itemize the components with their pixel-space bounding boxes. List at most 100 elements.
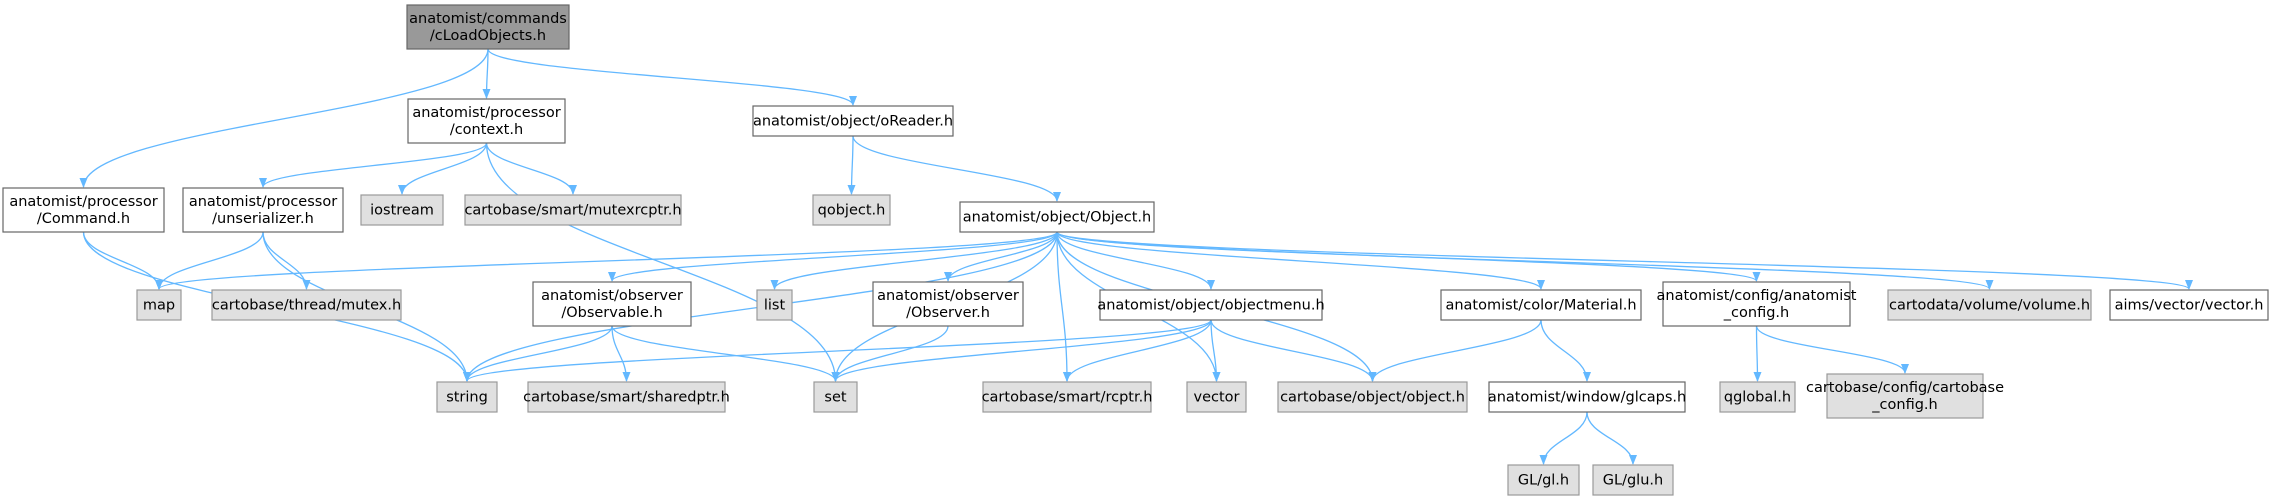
node-set-box (813, 381, 858, 413)
node-mutexrcptr-label-line-0: cartobase/smart/mutexrcptr.h (464, 203, 681, 219)
node-anaconfig[interactable]: anatomist/config/anatomist_config.h (1657, 281, 1857, 327)
node-string-box (436, 381, 498, 413)
edge-context-to-iostream (398, 142, 488, 195)
node-qobject-label-line-0: qobject.h (818, 203, 886, 219)
node-aimsvector-box (2109, 289, 2269, 321)
edge-root-to-command (79, 48, 489, 188)
edge-observable-to-set (611, 325, 840, 382)
node-set: set (813, 381, 858, 413)
node-iostream: iostream (360, 194, 444, 226)
node-qobject-box (812, 194, 891, 226)
node-anaconfig-label-line-1: _config.h (1723, 305, 1789, 321)
edge-material-to-cbobject (1368, 319, 1542, 382)
node-material[interactable]: anatomist/color/Material.h (1440, 289, 1642, 321)
node-observable-box (532, 281, 692, 327)
node-rcptr: cartobase/smart/rcptr.h (982, 381, 1153, 413)
edge-object-to-rcptr (1056, 231, 1071, 382)
node-list: list (756, 289, 793, 321)
edge-objectmenu-to-string (463, 319, 1212, 382)
node-glcaps-box (1488, 381, 1686, 413)
node-sharedptr: cartobase/smart/sharedptr.h (523, 381, 730, 413)
node-map-box (136, 289, 182, 321)
node-iostream-label-line-0: iostream (370, 203, 434, 219)
node-command[interactable]: anatomist/processor/Command.h (2, 187, 165, 233)
node-rcptr-box (982, 381, 1152, 413)
node-cbobject-box (1277, 381, 1468, 413)
node-context-box (407, 98, 566, 144)
edge-oreader-to-qobject (847, 135, 856, 195)
node-mutexrcptr: cartobase/smart/mutexrcptr.h (464, 194, 682, 226)
node-objectmenu[interactable]: anatomist/object/objectmenu.h (1097, 289, 1325, 321)
edge-anaconfig-to-cbconfig (1755, 325, 1909, 374)
node-anaconfig-box (1662, 281, 1851, 327)
node-observer[interactable]: anatomist/observer/Observer.h (872, 281, 1024, 327)
node-anaconfig-label-line-0: anatomist/config/anatomist (1657, 288, 1857, 304)
node-material-label-line-0: anatomist/color/Material.h (1445, 298, 1636, 314)
edge-objectmenu-to-cbobject (1210, 319, 1377, 382)
node-root[interactable]: anatomist/commands/cLoadObjects.h (406, 4, 570, 50)
edge-material-to-glcaps (1540, 319, 1591, 382)
edge-unserializer-to-map (155, 231, 264, 290)
node-context-label-line-1: /context.h (450, 122, 523, 138)
node-unserializer[interactable]: anatomist/processor/unserializer.h (182, 187, 344, 233)
node-gl-box (1507, 464, 1580, 496)
node-oreader-box (752, 105, 954, 137)
node-glu-label-line-0: GL/glu.h (1603, 473, 1663, 489)
nodes: anatomist/commands/cLoadObjects.h anatomi… (2, 4, 2269, 496)
edge-glcaps-to-glu (1586, 411, 1637, 465)
node-oreader-label-line-0: anatomist/object/oReader.h (753, 114, 953, 130)
edge-context-to-mutexrcptr (485, 142, 577, 195)
node-gl-label-line-0: GL/gl.h (1518, 473, 1569, 489)
edge-observable-to-string (463, 325, 613, 382)
node-observer-box (872, 281, 1024, 327)
edges (79, 48, 2193, 465)
edge-unserializer-to-mutex (262, 231, 311, 290)
node-unserializer-box (182, 187, 344, 233)
node-vector-label-line-0: vector (1194, 390, 1240, 406)
node-glu: GL/glu.h (1592, 464, 1674, 496)
node-volume-box (1887, 289, 2092, 321)
node-set-label-line-0: set (824, 390, 846, 406)
node-aimsvector-label-line-0: aims/vector/vector.h (2115, 298, 2264, 314)
edge-context-to-set (485, 142, 840, 382)
node-mutexrcptr-box (464, 194, 682, 226)
edge-object-to-volume (1056, 231, 1994, 290)
node-iostream-box (360, 194, 444, 226)
node-observable[interactable]: anatomist/observer/Observable.h (532, 281, 692, 327)
node-cbconfig-label-line-1: _config.h (1871, 397, 1937, 413)
node-list-box (756, 289, 793, 321)
node-oreader[interactable]: anatomist/object/oReader.h (752, 105, 954, 137)
edge-command-to-map (82, 231, 163, 290)
node-string-label-line-0: string (446, 390, 488, 406)
node-observable-label-line-1: /Observable.h (561, 305, 662, 321)
node-object-label-line-0: anatomist/object/Object.h (963, 210, 1151, 226)
edge-object-to-list (770, 231, 1058, 290)
node-sharedptr-box (527, 381, 726, 413)
node-volume-label-line-0: cartodata/volume/volume.h (1889, 298, 2090, 314)
node-cbobject: cartobase/object/object.h (1277, 381, 1468, 413)
edge-glcaps-to-gl (1539, 411, 1588, 465)
node-observer-label-line-0: anatomist/observer (877, 288, 1019, 304)
edge-object-to-aimsvector (1056, 231, 2193, 290)
node-command-label-line-0: anatomist/processor (9, 194, 157, 210)
node-unserializer-label-line-0: anatomist/processor (189, 194, 337, 210)
edge-objectmenu-to-set (831, 319, 1212, 382)
node-aimsvector[interactable]: aims/vector/vector.h (2109, 289, 2269, 321)
node-cbconfig: cartobase/config/cartobase_config.h (1806, 373, 2004, 419)
node-context[interactable]: anatomist/processor/context.h (407, 98, 566, 144)
node-sharedptr-label-line-0: cartobase/smart/sharedptr.h (523, 390, 730, 406)
node-glcaps-label-line-0: anatomist/window/glcaps.h (1488, 390, 1686, 406)
node-rcptr-label-line-0: cartobase/smart/rcptr.h (982, 390, 1153, 406)
node-root-box (406, 4, 570, 50)
edge-object-to-material (1056, 231, 1545, 290)
node-qglobal-label-line-0: qglobal.h (1724, 390, 1791, 406)
node-context-label-line-0: anatomist/processor (412, 105, 560, 121)
edge-observer-to-set (831, 325, 949, 382)
edge-root-to-oreader (487, 48, 857, 106)
edge-anaconfig-to-qglobal (1753, 325, 1762, 382)
node-mutex-label-line-0: cartobase/thread/mutex.h (212, 298, 401, 314)
node-unserializer-label-line-1: /unserializer.h (212, 211, 314, 227)
node-glcaps[interactable]: anatomist/window/glcaps.h (1488, 381, 1686, 413)
node-object[interactable]: anatomist/object/Object.h (959, 201, 1155, 233)
